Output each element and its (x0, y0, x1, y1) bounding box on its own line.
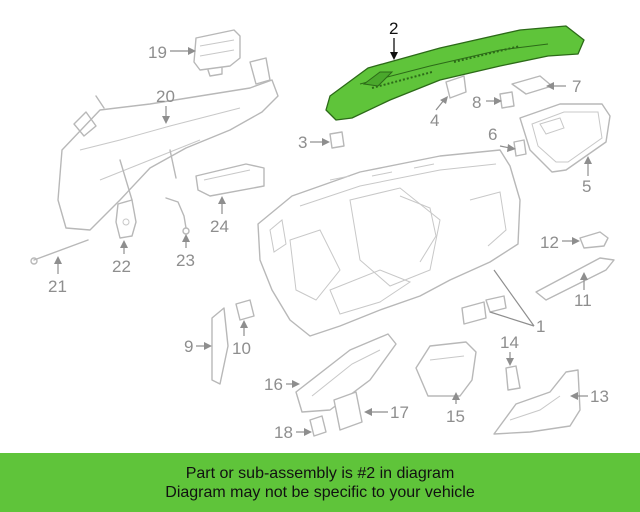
callout-1: 1 (489, 269, 545, 336)
callout-8: 8 (472, 93, 502, 112)
part-17-bracket (333, 391, 363, 431)
callout-9: 9 (184, 337, 212, 356)
part-9-end-cap (211, 307, 229, 385)
callout-22: 22 (112, 240, 131, 276)
svg-text:10: 10 (232, 339, 251, 358)
part-11-trim-strip (535, 257, 615, 301)
svg-text:2: 2 (389, 19, 398, 38)
callout-18: 18 (274, 423, 312, 442)
callout-24: 24 (210, 196, 229, 236)
instrument-panel-main (257, 149, 521, 337)
svg-text:18: 18 (274, 423, 293, 442)
svg-text:16: 16 (264, 375, 283, 394)
svg-text:15: 15 (446, 407, 465, 426)
svg-text:9: 9 (184, 337, 193, 356)
svg-text:23: 23 (176, 251, 195, 270)
callout-2: 2 (389, 19, 398, 60)
part-12-vent (579, 231, 609, 249)
part-6-clip (513, 139, 527, 157)
part-22-bracket (115, 199, 137, 239)
parts-diagram: 2 19 20 3 4 7 8 6 5 (30, 19, 615, 442)
part-20-cross-car-beam (57, 57, 279, 231)
part-16-knee-panel (295, 333, 397, 413)
svg-text:22: 22 (112, 257, 131, 276)
svg-text:21: 21 (48, 277, 67, 296)
banner-line-1: Part or sub-assembly is #2 in diagram (185, 464, 455, 482)
callout-23: 23 (176, 234, 195, 270)
part-24-panel (195, 163, 265, 197)
part-15-cluster-hood (415, 341, 477, 397)
part-10-clip (235, 299, 255, 321)
svg-text:7: 7 (572, 77, 581, 96)
callout-17: 17 (364, 403, 409, 422)
part-2-defroster-panel (325, 25, 585, 121)
svg-text:12: 12 (540, 233, 559, 252)
callout-10: 10 (232, 320, 251, 358)
callout-19: 19 (148, 43, 196, 62)
callout-12: 12 (540, 233, 580, 252)
svg-text:4: 4 (430, 111, 439, 130)
part-3-clip (329, 131, 345, 149)
svg-text:1: 1 (536, 317, 545, 336)
callout-11: 11 (574, 272, 592, 310)
callout-6: 6 (488, 125, 516, 152)
callout-4: 4 (430, 96, 448, 130)
part-23-wire-bracket (165, 197, 190, 235)
svg-text:5: 5 (582, 177, 591, 196)
part-19-passenger-airbag (193, 29, 241, 77)
svg-text:14: 14 (500, 333, 519, 352)
part-1-brackets (461, 295, 507, 325)
callout-20: 20 (156, 87, 175, 124)
banner-line-2: Diagram may not be specific to your vehi… (165, 483, 475, 501)
callout-7: 7 (546, 77, 581, 96)
svg-text:17: 17 (390, 403, 409, 422)
part-13-lower-trim (493, 369, 581, 435)
info-banner: Part or sub-assembly is #2 in diagram Di… (0, 453, 640, 512)
callout-5: 5 (582, 156, 592, 196)
callout-13: 13 (570, 387, 609, 406)
svg-text:24: 24 (210, 217, 229, 236)
part-5-trim-bezel (519, 103, 611, 173)
callout-3: 3 (298, 133, 330, 152)
callout-14: 14 (500, 333, 519, 366)
callout-21: 21 (48, 256, 67, 296)
part-8-clip (499, 91, 515, 109)
svg-text:19: 19 (148, 43, 167, 62)
svg-text:3: 3 (298, 133, 307, 152)
callout-15: 15 (446, 392, 465, 426)
part-14-clip (505, 365, 521, 391)
callout-16: 16 (264, 375, 300, 394)
svg-text:11: 11 (574, 291, 592, 310)
svg-text:6: 6 (488, 125, 497, 144)
svg-text:13: 13 (590, 387, 609, 406)
part-4-bracket (445, 75, 467, 99)
svg-text:8: 8 (472, 93, 481, 112)
svg-text:20: 20 (156, 87, 175, 106)
part-18-clip (309, 415, 327, 437)
part-7-cover (511, 75, 553, 95)
part-21-bolt (30, 239, 89, 265)
